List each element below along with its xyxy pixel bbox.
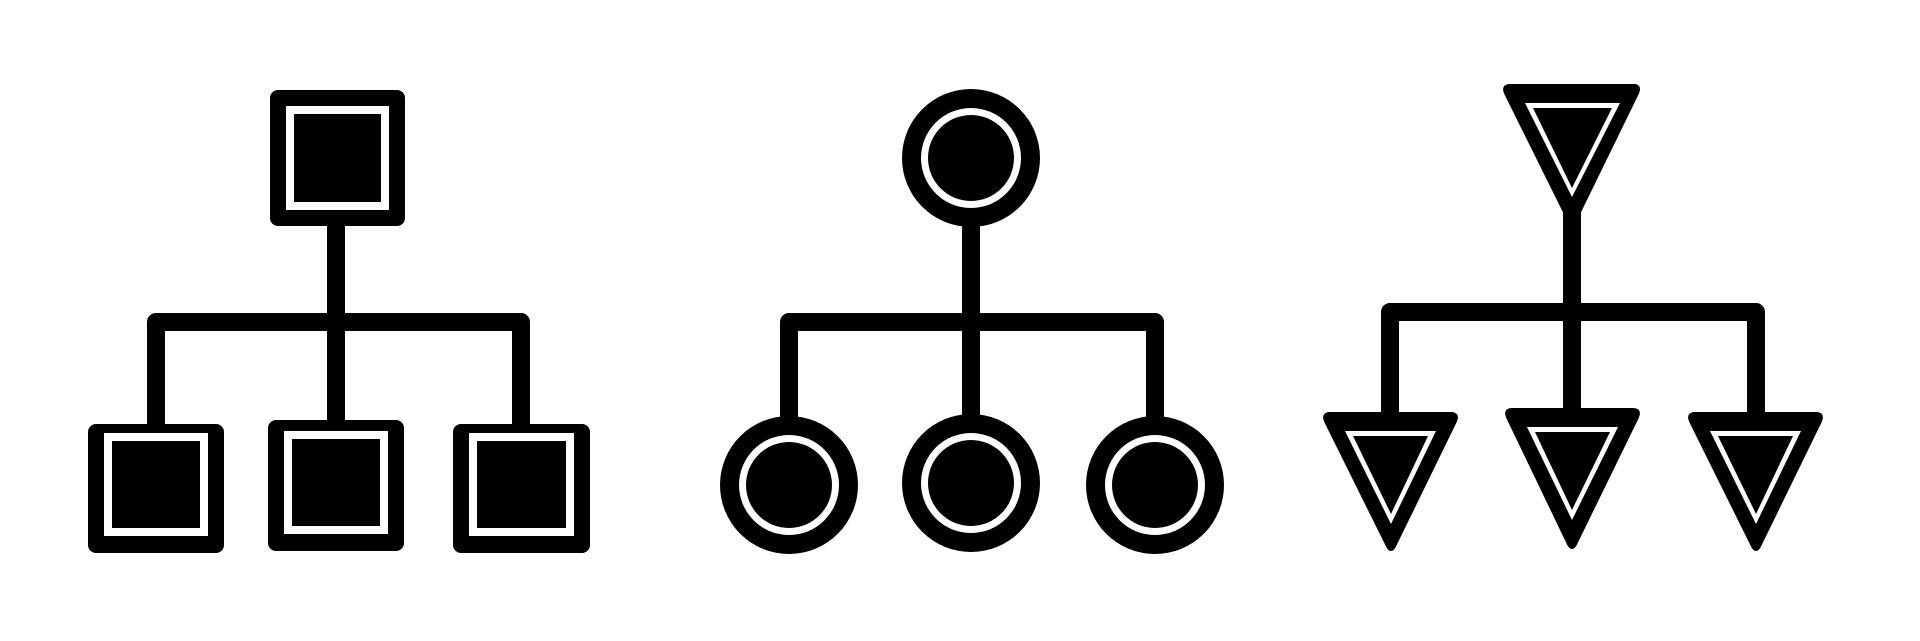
square-child-node-left xyxy=(88,424,224,553)
circle-child-node-left xyxy=(720,416,858,554)
square-child-node-middle xyxy=(268,420,404,551)
square-root-node xyxy=(270,90,405,226)
circle-hierarchy-icon xyxy=(720,89,1224,554)
triangle-child-node-left xyxy=(1323,412,1458,551)
triangle-root-node xyxy=(1503,84,1640,225)
circle-child-node-middle xyxy=(902,414,1040,552)
triangle-connectors xyxy=(1381,200,1765,420)
circle-root-node xyxy=(902,89,1040,227)
triangle-child-node-middle xyxy=(1505,408,1640,549)
circle-child-node-right xyxy=(1086,416,1224,554)
square-child-node-right xyxy=(453,424,590,553)
circle-connectors xyxy=(780,222,1164,420)
square-hierarchy-icon xyxy=(88,90,590,553)
square-connectors xyxy=(147,218,530,424)
triangle-child-node-right xyxy=(1688,412,1823,551)
triangle-hierarchy-icon xyxy=(1323,84,1823,551)
